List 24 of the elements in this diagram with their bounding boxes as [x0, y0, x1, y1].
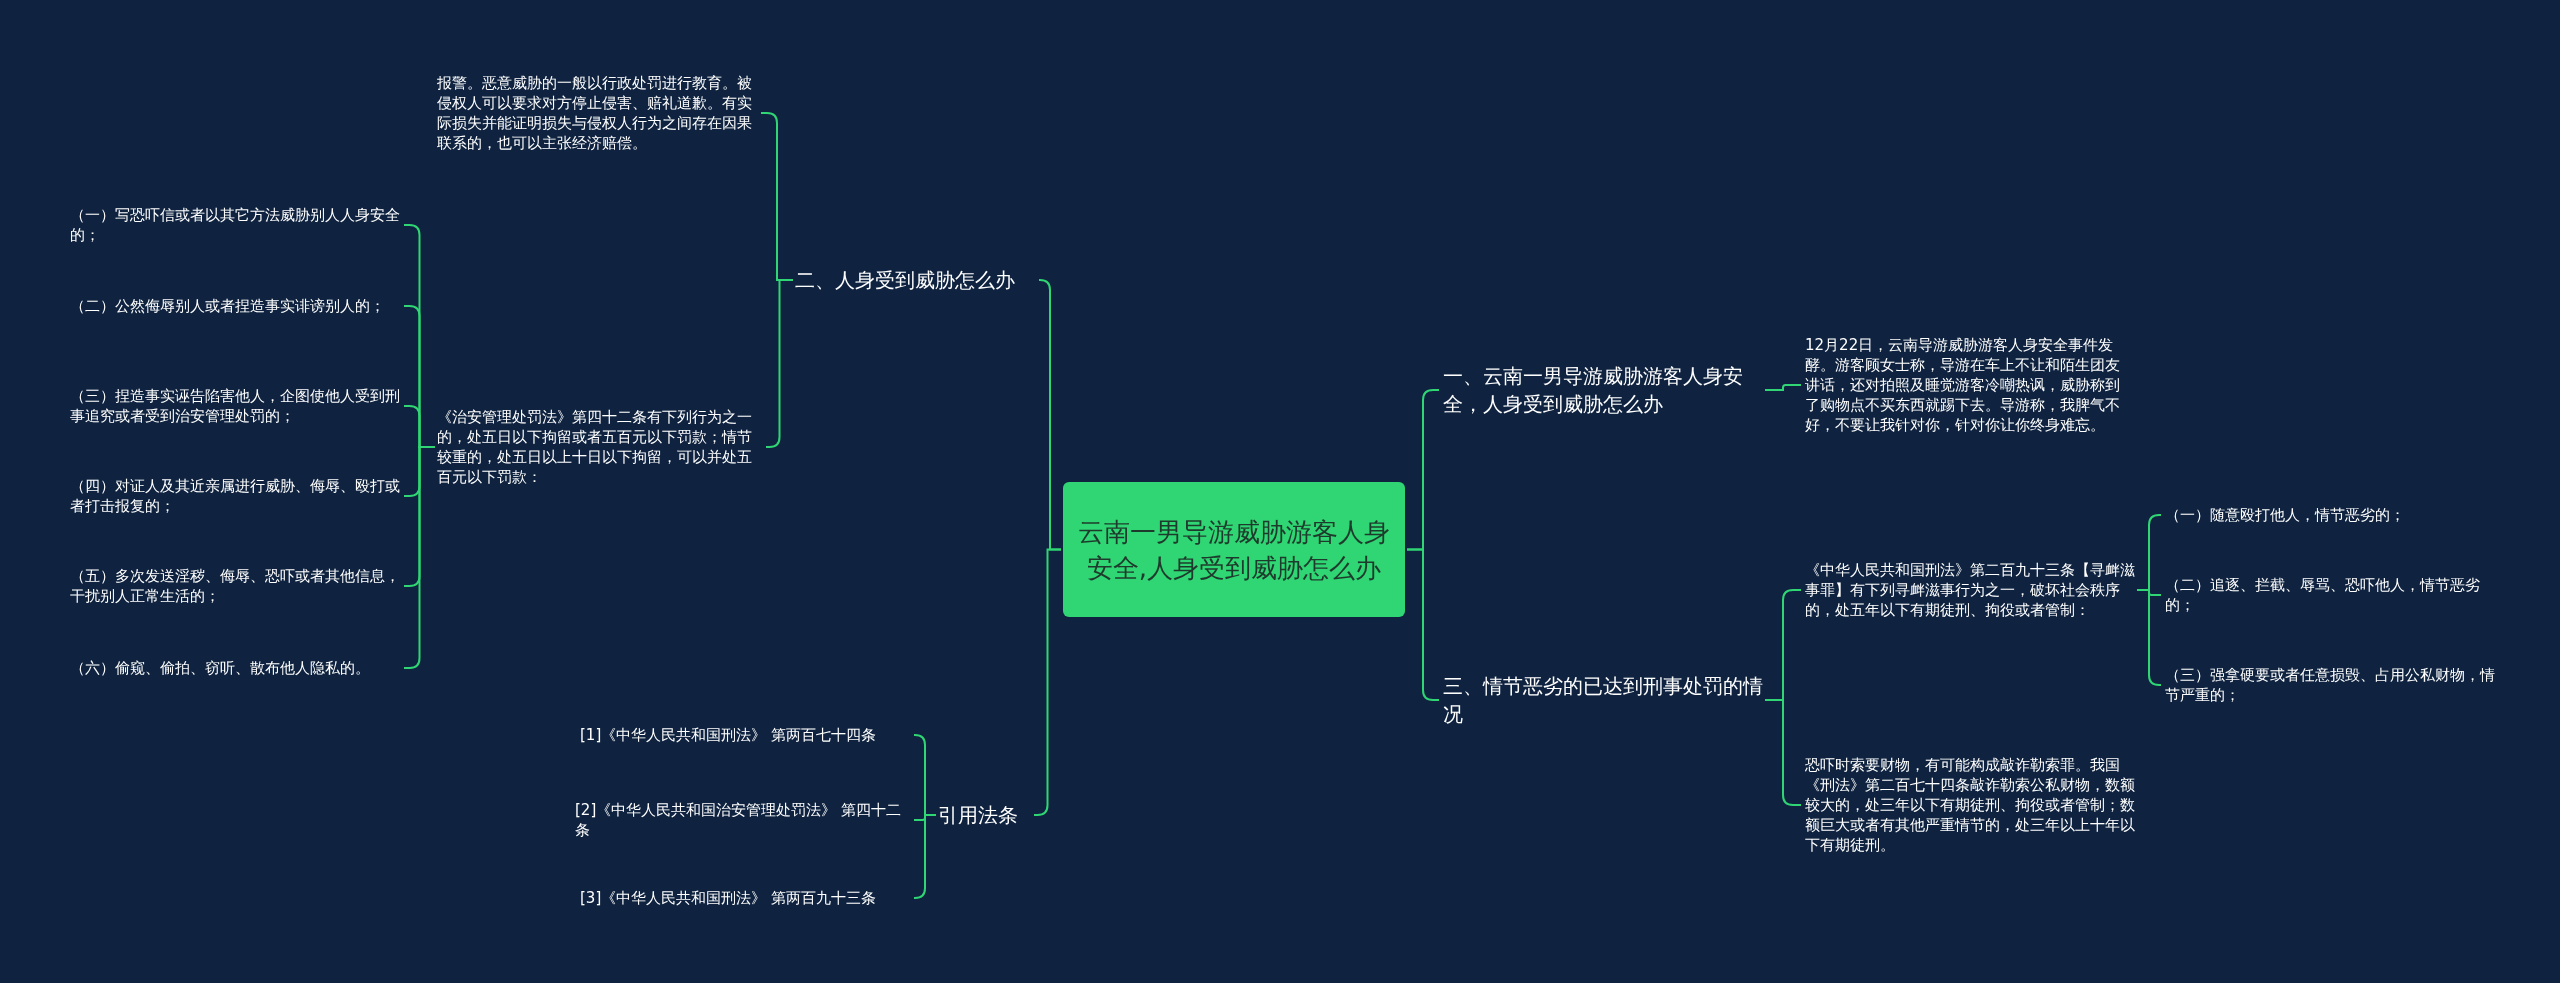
branch-topic: 二、人身受到威胁怎么办 [795, 266, 1035, 294]
branch-topic: 引用法条 [938, 801, 1030, 829]
topic-text: 《治安管理处罚法》第四十二条有下列行为之一的，处五日以下拘留或者五百元以下罚款；情节较重的，处五日以上十日以下拘留，可以并处五百元以下罚款： [437, 407, 762, 487]
topic-text: （二）公然侮辱别人或者捏造事实诽谤别人的； [70, 296, 400, 316]
branch-topic: 一、云南一男导游威胁游客人身安全，人身受到威胁怎么办 [1443, 362, 1763, 418]
topic-text: 《中华人民共和国刑法》第二百九十三条【寻衅滋事罪】有下列寻衅滋事行为之一，破坏社会秩序的，处五年以下有期徒刑、拘役或者管制： [1805, 560, 2135, 620]
branch-topic: 三、情节恶劣的已达到刑事处罚的情况 [1443, 672, 1763, 728]
topic-text: （二）追逐、拦截、辱骂、恐吓他人，情节恶劣的； [2165, 575, 2500, 615]
topic-text: 恐吓时索要财物，有可能构成敲诈勒索罪。我国《刑法》第二百七十四条敲诈勒索公私财物，数额较大的，处三年以下有期徒刑、拘役或者管制；数额巨大或者有其他严重情节的，处三年以上十年以下有期徒刑。 [1805, 755, 2135, 855]
topic-text: （四）对证人及其近亲属进行威胁、侮辱、殴打或者打击报复的； [70, 476, 400, 516]
topic-text: （三）捏造事实诬告陷害他人，企图使他人受到刑事追究或者受到治安管理处罚的； [70, 386, 400, 426]
topic-text: （一）随意殴打他人，情节恶劣的； [2165, 505, 2495, 525]
topic-text: （五）多次发送淫秽、侮辱、恐吓或者其他信息，干扰别人正常生活的； [70, 566, 400, 606]
topic-text: [2]《中华人民共和国治安管理处罚法》 第四十二条 [575, 800, 910, 840]
topic-text: 12月22日，云南导游威胁游客人身安全事件发酵。游客顾女士称，导游在车上不让和陌生团友讲话，还对拍照及睡觉游客冷嘲热讽，威胁称到了购物点不买东西就踢下去。导游称，我脾气不好，不要让我针对你，针对你让你终身难忘。 [1805, 335, 2130, 435]
topic-text: [3]《中华人民共和国刑法》 第两百九十三条 [580, 888, 910, 908]
topic-text: [1]《中华人民共和国刑法》 第两百七十四条 [580, 725, 910, 745]
topic-text: （三）强拿硬要或者任意损毁、占用公私财物，情节严重的； [2165, 665, 2500, 705]
connector-line [2136, 589, 2162, 686]
topic-text: （一）写恐吓信或者以其它方法威胁别人人身安全的； [70, 205, 400, 245]
topic-text: （六）偷窥、偷拍、窃听、散布他人隐私的。 [70, 658, 400, 678]
connector-line [1764, 384, 1802, 391]
topic-text: 报警。恶意威胁的一般以行政处罚进行教育。被侵权人可以要求对方停止侵害、赔礼道歉。有实际损失并能证明损失与侵权人行为之间存在因果联系的，也可以主张经济赔偿。 [437, 73, 757, 153]
root-topic-box: 云南一男导游威胁游客人身安全,人身受到威胁怎么办 [1063, 482, 1405, 617]
